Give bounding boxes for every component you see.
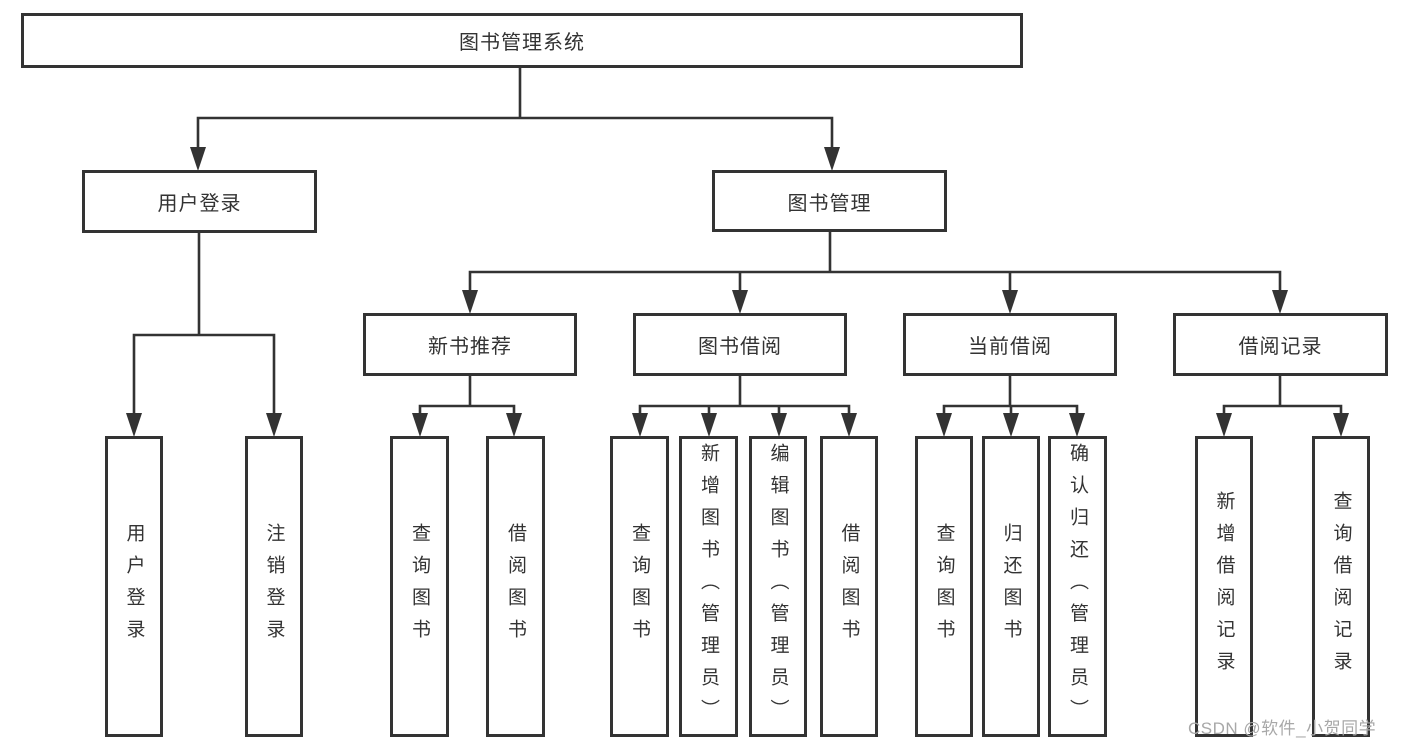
node-label: 新增借阅记录 bbox=[1213, 490, 1235, 683]
node-label: 用户登录 bbox=[157, 193, 242, 215]
arrow-icon bbox=[506, 413, 522, 437]
arrow-icon bbox=[1272, 290, 1288, 314]
arrow-icon bbox=[1003, 413, 1019, 437]
node-label: 用户登录 bbox=[123, 522, 145, 651]
arrow-icon bbox=[824, 147, 840, 171]
leaf-borrow-borrow-book: 借阅图书 bbox=[820, 436, 878, 737]
leaf-newrec-borrow-book: 借阅图书 bbox=[486, 436, 545, 737]
node-label: 图书管理系统 bbox=[459, 32, 585, 54]
arrowheads bbox=[126, 147, 1349, 437]
leaf-borrow-edit-book-admin: 编辑图书（管理员） bbox=[749, 436, 807, 737]
node-library-management-system: 图书管理系统 bbox=[21, 13, 1023, 68]
arrow-icon bbox=[126, 413, 142, 437]
leaf-current-confirm-return-admin: 确认归还（管理员） bbox=[1048, 436, 1107, 737]
node-book-management: 图书管理 bbox=[712, 170, 947, 232]
edge-newrec-to-leaves bbox=[418, 376, 516, 418]
arrow-icon bbox=[412, 413, 428, 437]
arrow-icon bbox=[841, 413, 857, 437]
node-label: 借阅记录 bbox=[1238, 336, 1323, 358]
node-label: 查询图书 bbox=[629, 522, 650, 651]
leaf-current-return-book: 归还图书 bbox=[982, 436, 1040, 737]
leaf-records-add-record: 新增借阅记录 bbox=[1195, 436, 1253, 737]
arrow-icon bbox=[1002, 290, 1018, 314]
leaf-records-query-record: 查询借阅记录 bbox=[1312, 436, 1370, 737]
edge-records-to-leaves bbox=[1222, 376, 1343, 418]
arrow-icon bbox=[936, 413, 952, 437]
node-label: 借阅图书 bbox=[838, 522, 860, 651]
csdn-watermark: CSDN @软件_小贺同学 bbox=[1188, 719, 1377, 738]
arrow-icon bbox=[701, 413, 717, 437]
arrow-icon bbox=[771, 413, 787, 437]
arrow-icon bbox=[732, 290, 748, 314]
node-label: 查询图书 bbox=[409, 522, 430, 651]
leaf-current-query-book: 查询图书 bbox=[915, 436, 973, 737]
arrow-icon bbox=[1069, 413, 1085, 437]
node-label: 归还图书 bbox=[1000, 522, 1022, 651]
arrow-icon bbox=[632, 413, 648, 437]
node-label: 图书借阅 bbox=[698, 336, 782, 358]
edge-bookmgmt-to-level3 bbox=[468, 232, 1282, 294]
leaf-newrec-query-book: 查询图书 bbox=[390, 436, 449, 737]
arrow-icon bbox=[462, 290, 478, 314]
edge-root-to-level2 bbox=[196, 68, 834, 152]
edge-userlogin-to-leaves bbox=[132, 233, 276, 420]
node-label: 查询借阅记录 bbox=[1330, 490, 1352, 683]
node-borrow-records: 借阅记录 bbox=[1173, 313, 1388, 376]
node-label: 当前借阅 bbox=[968, 336, 1052, 358]
node-label: 注销登录 bbox=[263, 522, 285, 651]
edge-current-to-leaves bbox=[942, 376, 1079, 418]
leaf-borrow-add-book-admin: 新增图书（管理员） bbox=[679, 436, 738, 737]
node-label: 查询图书 bbox=[933, 522, 955, 651]
node-label: 新增图书（管理员） bbox=[698, 442, 719, 731]
arrow-icon bbox=[266, 413, 282, 437]
node-label: 新书推荐 bbox=[428, 336, 512, 358]
node-current-borrow: 当前借阅 bbox=[903, 313, 1117, 376]
node-book-borrow: 图书借阅 bbox=[633, 313, 847, 376]
node-label: 确认归还（管理员） bbox=[1067, 442, 1088, 731]
leaf-user-login: 用户登录 bbox=[105, 436, 163, 737]
edge-borrow-to-leaves bbox=[638, 376, 851, 418]
node-label: 编辑图书（管理员） bbox=[767, 442, 789, 731]
arrow-icon bbox=[1216, 413, 1232, 437]
arrow-icon bbox=[190, 147, 206, 171]
node-new-book-recommend: 新书推荐 bbox=[363, 313, 577, 376]
node-label: 图书管理 bbox=[787, 192, 872, 215]
leaf-borrow-query-book: 查询图书 bbox=[610, 436, 669, 737]
node-user-login: 用户登录 bbox=[82, 170, 317, 233]
node-label: 借阅图书 bbox=[505, 522, 526, 651]
leaf-logout: 注销登录 bbox=[245, 436, 303, 737]
arrow-icon bbox=[1333, 413, 1349, 437]
